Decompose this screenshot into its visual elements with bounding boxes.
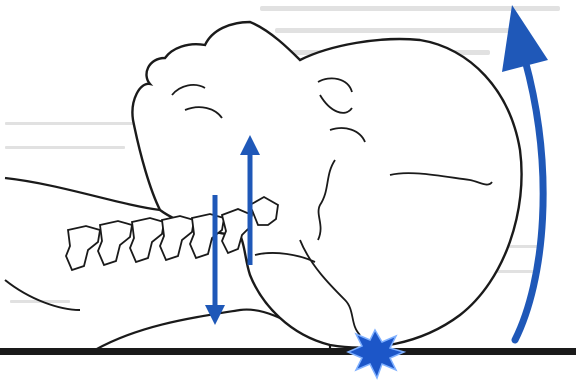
- vertebra: [98, 221, 132, 265]
- vertebra: [160, 216, 194, 260]
- vertebra: [190, 214, 224, 258]
- vertebra: [66, 226, 100, 270]
- bed-surface: [0, 348, 576, 355]
- vertebra: [130, 218, 164, 262]
- shoulder-outline: [5, 280, 80, 310]
- body-outline: [5, 178, 160, 210]
